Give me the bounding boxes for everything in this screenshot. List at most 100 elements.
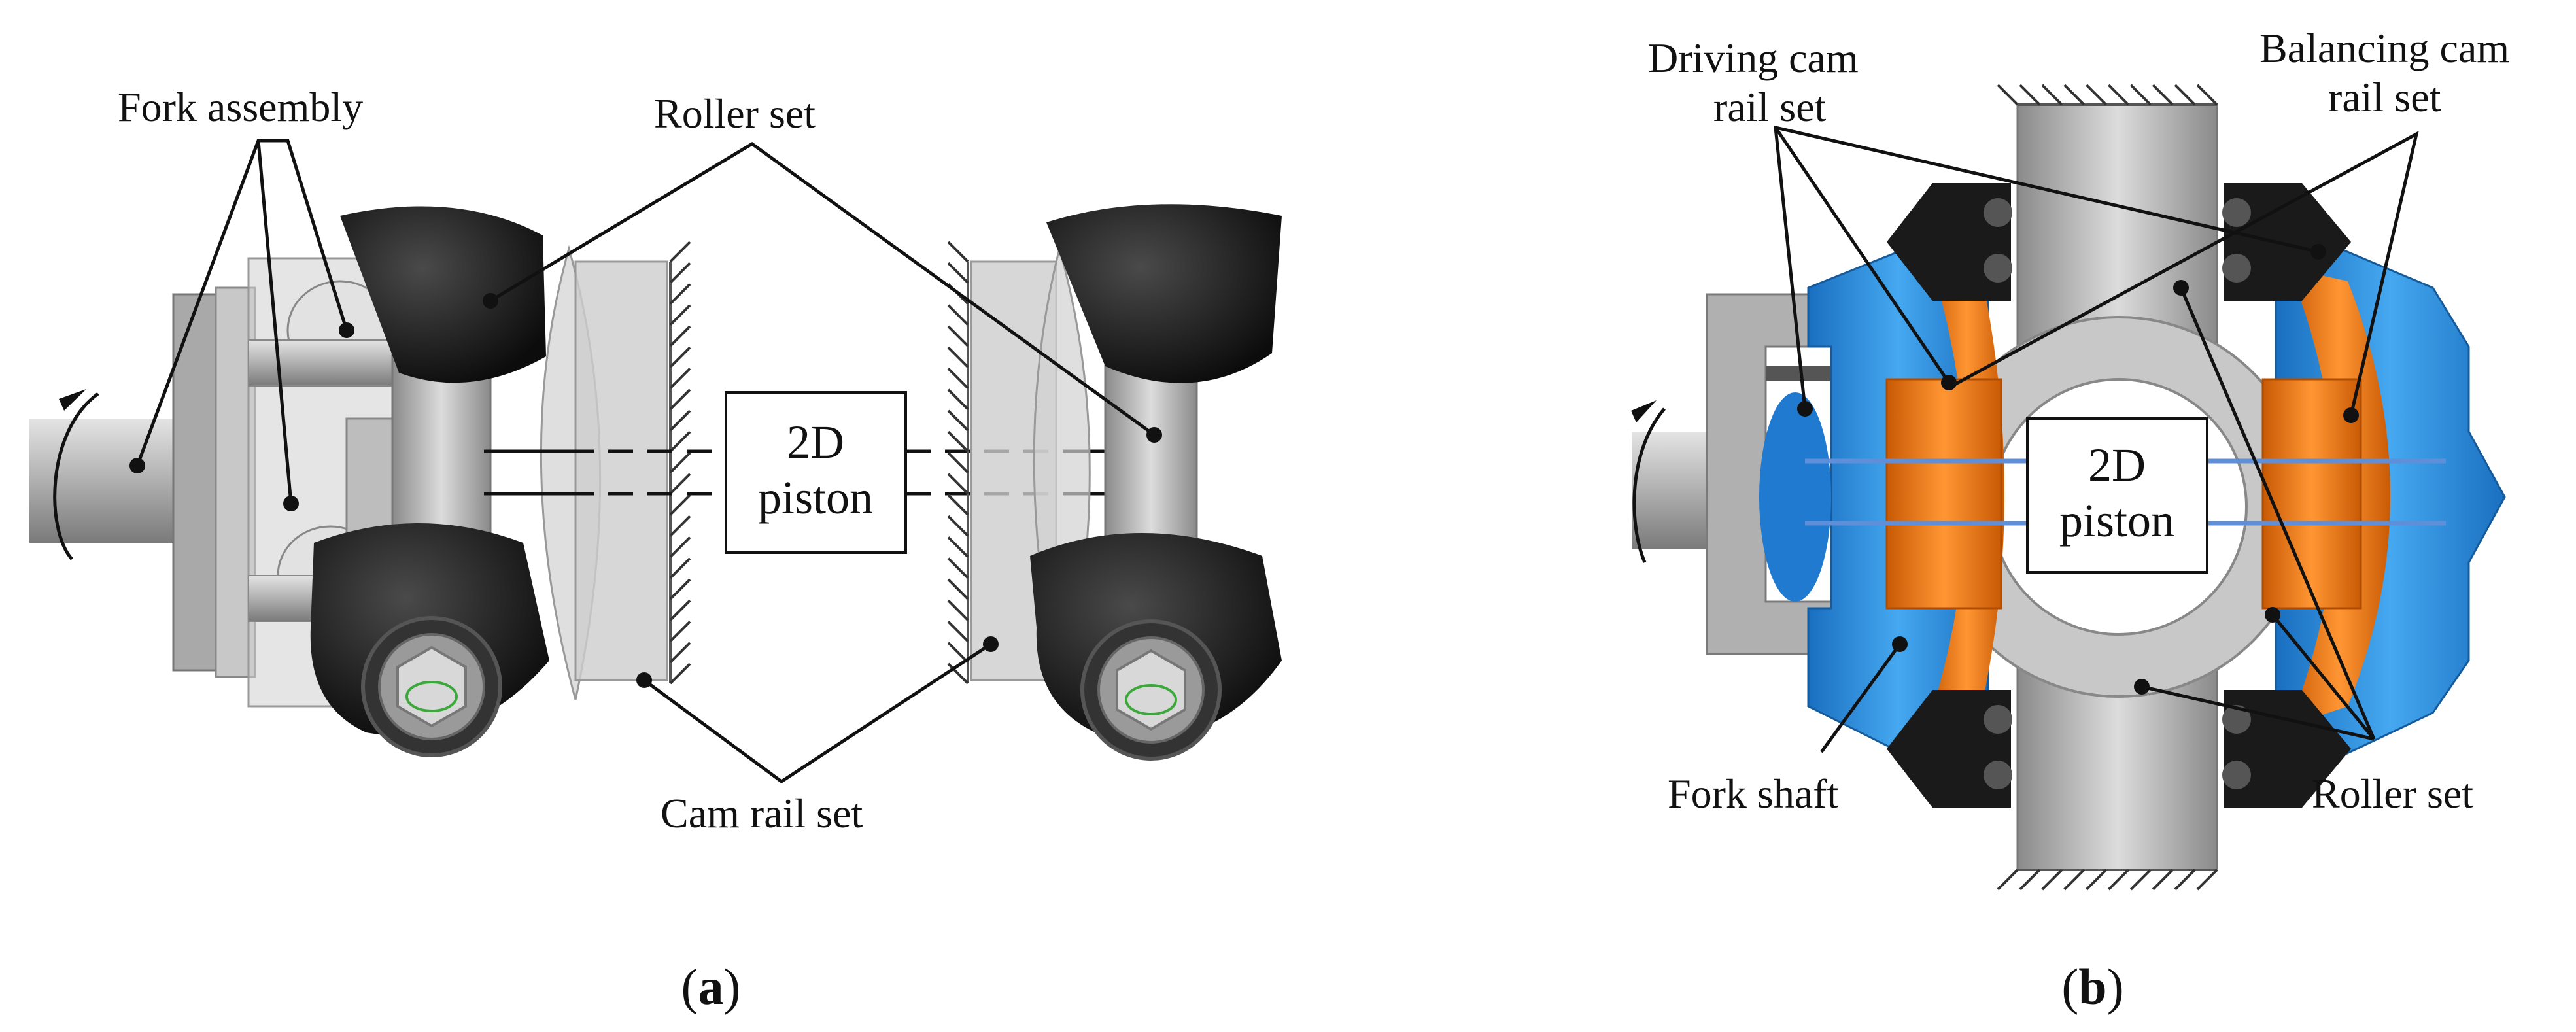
hatch-line xyxy=(2019,84,2041,106)
hatch-line xyxy=(669,388,691,411)
hatch-line xyxy=(669,599,691,621)
hatch-line xyxy=(2129,869,2152,891)
dot-fork-2 xyxy=(339,322,354,338)
hatch-line xyxy=(947,557,969,579)
top-wall-hatching xyxy=(1997,84,2218,106)
hatch-line xyxy=(669,241,691,263)
hatch-line xyxy=(947,262,969,284)
roller-top-left xyxy=(1887,183,2011,301)
left-wall-hatching xyxy=(669,241,691,685)
hatch-line xyxy=(947,536,969,558)
hatch-line xyxy=(947,452,969,473)
driving-cam-blue-lens xyxy=(1759,392,1831,602)
fork-shaft-stub xyxy=(1632,432,1710,549)
roller-bottom-right-ball-2 xyxy=(2222,761,2251,789)
leader-driving-cam-2 xyxy=(1774,126,1951,384)
rotation-arrow-icon xyxy=(53,392,99,560)
left-hub-ring xyxy=(405,681,458,712)
hatch-line xyxy=(2063,869,2086,891)
dot-fork-1 xyxy=(129,458,145,473)
hatch-line xyxy=(669,494,691,516)
hatch-line xyxy=(2041,84,2063,106)
hatch-line xyxy=(669,368,691,389)
label-balancing-line1: Balancing cam xyxy=(2259,25,2509,71)
hatch-line xyxy=(947,430,969,453)
hatch-line xyxy=(669,515,691,537)
hatch-line xyxy=(2196,869,2218,891)
label-fork-shaft: Fork shaft xyxy=(1668,770,1839,817)
roller-top-right xyxy=(2224,183,2351,301)
piston-label-a-line1: 2D xyxy=(787,416,844,468)
hatch-line xyxy=(2152,869,2174,891)
roller-bottom-left-ball-2 xyxy=(1984,761,2012,789)
roller-top-right-ball-2 xyxy=(2222,254,2251,283)
hatch-line xyxy=(669,304,691,326)
dot-driving-3 xyxy=(1941,375,1957,390)
label-cam-rail-set: Cam rail set xyxy=(661,790,863,836)
hatch-line xyxy=(2108,869,2129,891)
rotation-arrow-b-icon xyxy=(1632,407,1666,563)
hatch-line xyxy=(1997,84,2019,106)
hatch-line xyxy=(947,642,969,664)
right-hub-ring xyxy=(1125,684,1177,715)
hatch-line xyxy=(669,642,691,664)
hatch-line xyxy=(669,409,691,432)
hatch-line xyxy=(947,368,969,389)
piston-label-a-line2: piston xyxy=(758,472,873,524)
hatch-line xyxy=(1997,869,2019,891)
hatch-line xyxy=(947,578,969,600)
hatch-line xyxy=(669,578,691,600)
hatch-line xyxy=(947,599,969,621)
hatch-line xyxy=(947,346,969,368)
label-driving-line2: rail set xyxy=(1713,84,1827,130)
rotation-arrowhead-icon xyxy=(59,389,86,411)
leader-cam-rail-set xyxy=(643,642,992,784)
hatch-line xyxy=(947,409,969,432)
hatch-line xyxy=(669,662,691,685)
bottom-wall-hatching xyxy=(1997,869,2218,891)
dot-roller-b-2 xyxy=(2265,607,2280,623)
piston-label-b-line1: 2D xyxy=(2088,439,2146,491)
roller-top-left-ball xyxy=(1984,198,2012,227)
driving-cam-orange-block xyxy=(1885,378,2002,610)
roller-top-right-ball xyxy=(2222,198,2251,227)
right-wall-hatching xyxy=(947,241,969,685)
panel-b: 2D piston Driving cam rail set Balancing… xyxy=(1631,25,2509,1015)
roller-bottom-left xyxy=(1887,690,2011,808)
hatch-line xyxy=(2152,84,2174,106)
right-axle xyxy=(1104,352,1198,564)
hatch-line xyxy=(669,430,691,453)
hatch-line xyxy=(669,452,691,473)
hatch-line xyxy=(947,621,969,642)
dot-roller-b-1 xyxy=(2173,280,2189,296)
leader-fork-shaft xyxy=(1819,643,1902,753)
piston-box-b xyxy=(2026,417,2208,574)
leader-fork-assembly-2 xyxy=(256,140,293,504)
hatch-line xyxy=(2129,84,2152,106)
hatch-line xyxy=(2108,84,2129,106)
hatch-line xyxy=(947,304,969,326)
hatch-line xyxy=(2041,869,2063,891)
label-roller-set-a: Roller set xyxy=(654,90,816,137)
hatch-line xyxy=(947,325,969,347)
hatch-line xyxy=(2019,869,2041,891)
hatch-line xyxy=(2174,869,2196,891)
hatch-line xyxy=(947,473,969,495)
hatch-line xyxy=(947,662,969,685)
hatch-line xyxy=(2196,84,2218,106)
hatch-line xyxy=(669,473,691,495)
hatch-line xyxy=(947,494,969,516)
leader-fork-assembly xyxy=(135,139,349,466)
dot-roller-1 xyxy=(483,293,498,309)
label-roller-set-b: Roller set xyxy=(2312,770,2473,817)
hatch-line xyxy=(2086,869,2107,891)
left-upper-roller xyxy=(340,206,546,383)
dot-driving-2 xyxy=(2310,244,2326,260)
dot-driving-1 xyxy=(1797,401,1813,417)
label-fork-assembly: Fork assembly xyxy=(118,84,363,130)
dot-cam-2 xyxy=(983,636,999,652)
dot-balancing-1 xyxy=(2343,407,2359,423)
roller-bottom-left-ball xyxy=(1984,705,2012,734)
leader-roller-set xyxy=(489,142,1156,437)
